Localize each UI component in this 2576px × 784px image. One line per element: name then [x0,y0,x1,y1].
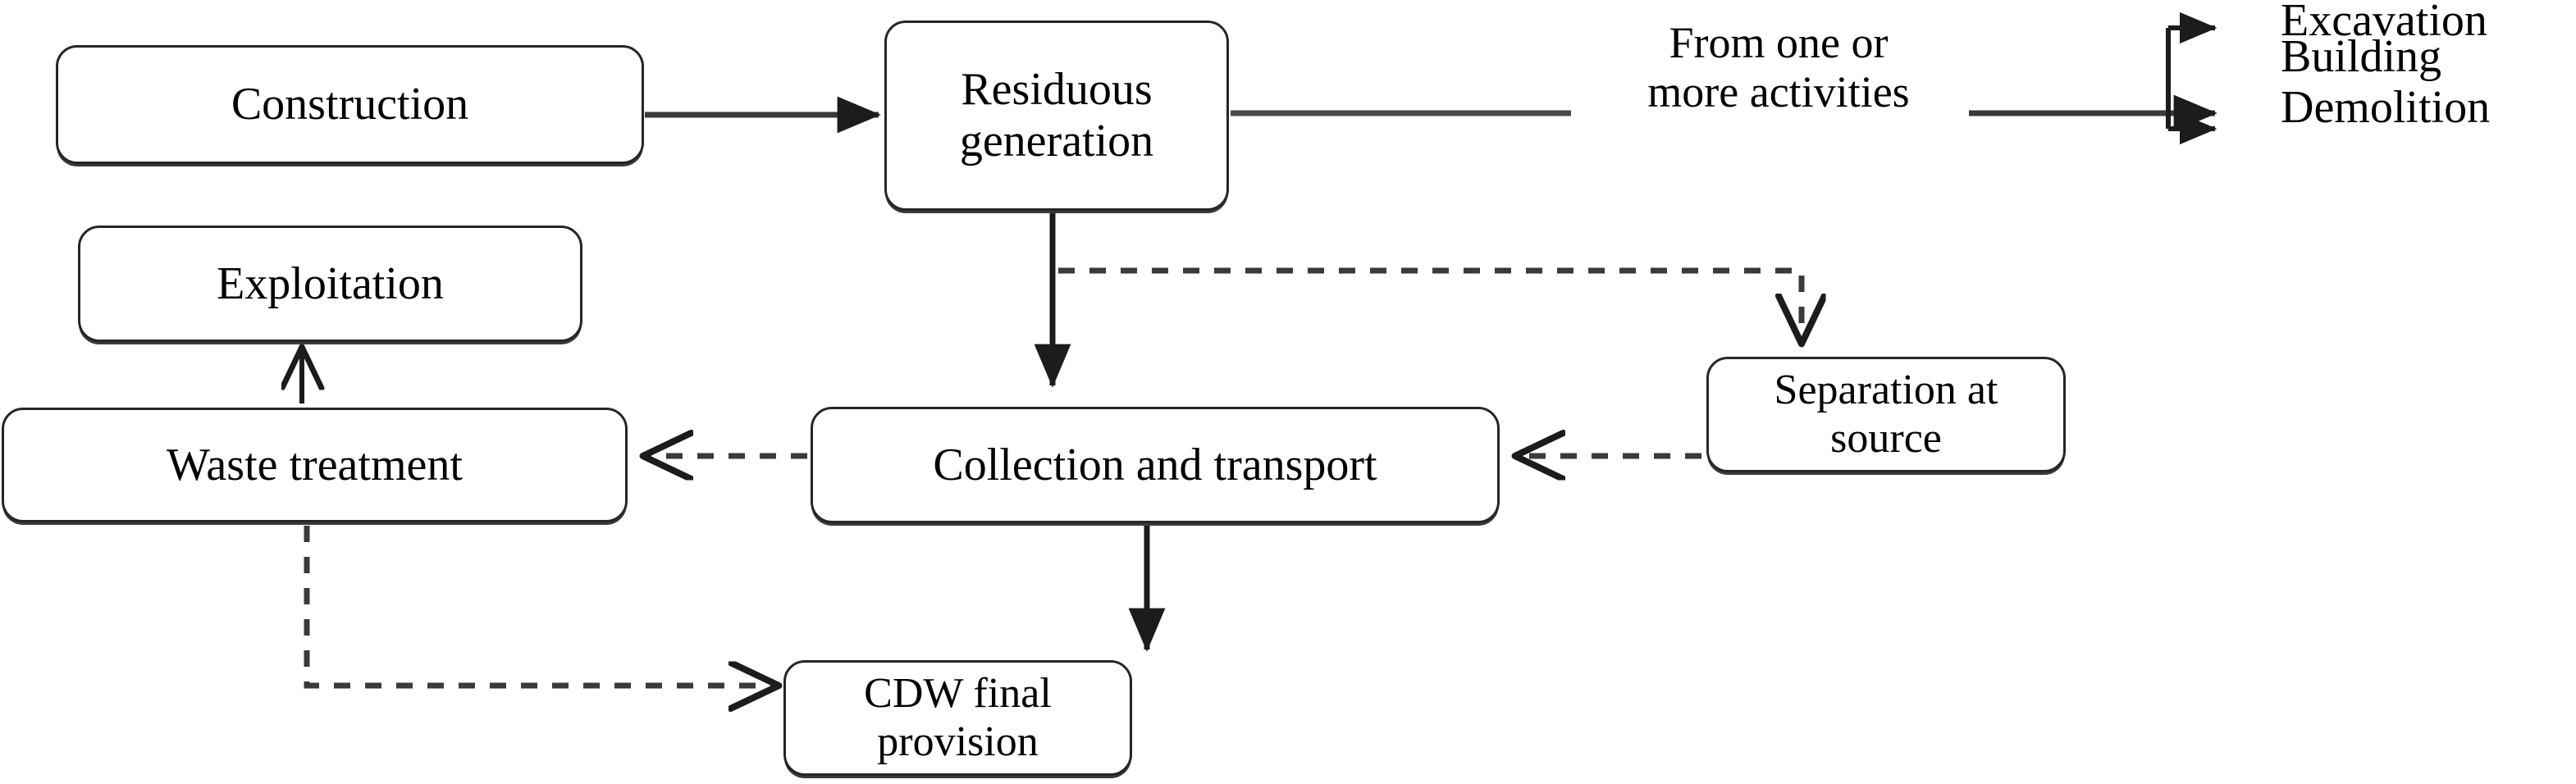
node-separation-at-source-label: Separation at source [1774,367,1998,462]
node-cdw-final-provision-label: CDW final provision [864,670,1052,765]
node-residuous-generation[interactable]: Residuous generation [884,21,1229,211]
node-exploitation[interactable]: Exploitation [78,226,582,342]
edge-waste-to-cdw [304,526,778,686]
node-cdw-final-provision[interactable]: CDW final provision [783,660,1132,776]
label-demolition: Demolition [2281,82,2491,133]
label-from-one-or-more-activities: From one or more activities [1647,18,1910,117]
node-collection-and-transport-label: Collection and transport [933,439,1377,490]
node-exploitation-label: Exploitation [217,258,444,309]
node-collection-and-transport[interactable]: Collection and transport [811,407,1500,523]
node-construction[interactable]: Construction [56,45,644,164]
node-waste-treatment[interactable]: Waste treatment [2,408,628,522]
edge-residuous-to-separation [1058,267,1802,343]
node-waste-treatment-label: Waste treatment [167,439,463,490]
label-excavation: Excavation [2281,0,2487,46]
node-residuous-generation-label: Residuous generation [959,64,1154,166]
node-construction-label: Construction [231,79,469,130]
node-separation-at-source[interactable]: Separation at source [1706,357,2066,472]
label-building: Building [2281,31,2442,82]
